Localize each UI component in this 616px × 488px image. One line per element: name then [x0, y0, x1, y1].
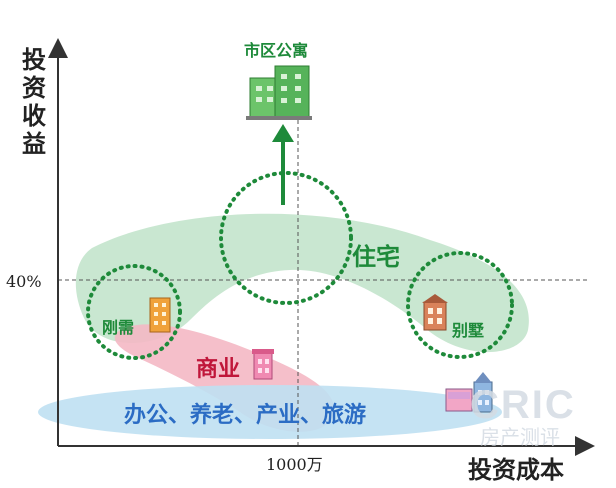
y-axis-label-char-2: 资	[22, 73, 46, 102]
other-types-label: 办公、养老、产业、旅游	[124, 402, 366, 427]
commercial-label: 商业	[196, 356, 240, 381]
rigid-demand-building-icon	[149, 297, 171, 333]
other-types-band	[38, 385, 502, 439]
rigid-demand-circle	[86, 264, 182, 360]
other-types-building-icon	[445, 372, 493, 413]
y-axis-label-char-1: 投	[22, 45, 46, 74]
watermark-logo: CRIC	[470, 383, 576, 427]
up-arrow-icon	[272, 124, 294, 205]
villa-building-icon	[422, 294, 448, 331]
residential-label: 住宅	[352, 243, 400, 271]
watermark-subtext: 房产测评	[480, 426, 560, 449]
villa-label: 别墅	[451, 322, 484, 340]
y-tick-label: 40%	[6, 272, 42, 291]
x-axis-label: 投资成本	[468, 455, 564, 484]
city-apartment-label: 市区公寓	[244, 41, 308, 60]
rigid-demand-label: 刚需	[102, 318, 134, 337]
x-tick-label: 1000万	[266, 455, 323, 474]
y-axis-label-char-3: 收	[22, 101, 46, 130]
city-apartment-building-icon	[246, 65, 312, 120]
y-axis-label-char-4: 益	[22, 129, 46, 158]
residential-band	[75, 213, 529, 353]
commercial-building-icon	[252, 349, 274, 380]
villa-circle	[406, 251, 514, 359]
city-apartment-circle	[219, 171, 353, 305]
